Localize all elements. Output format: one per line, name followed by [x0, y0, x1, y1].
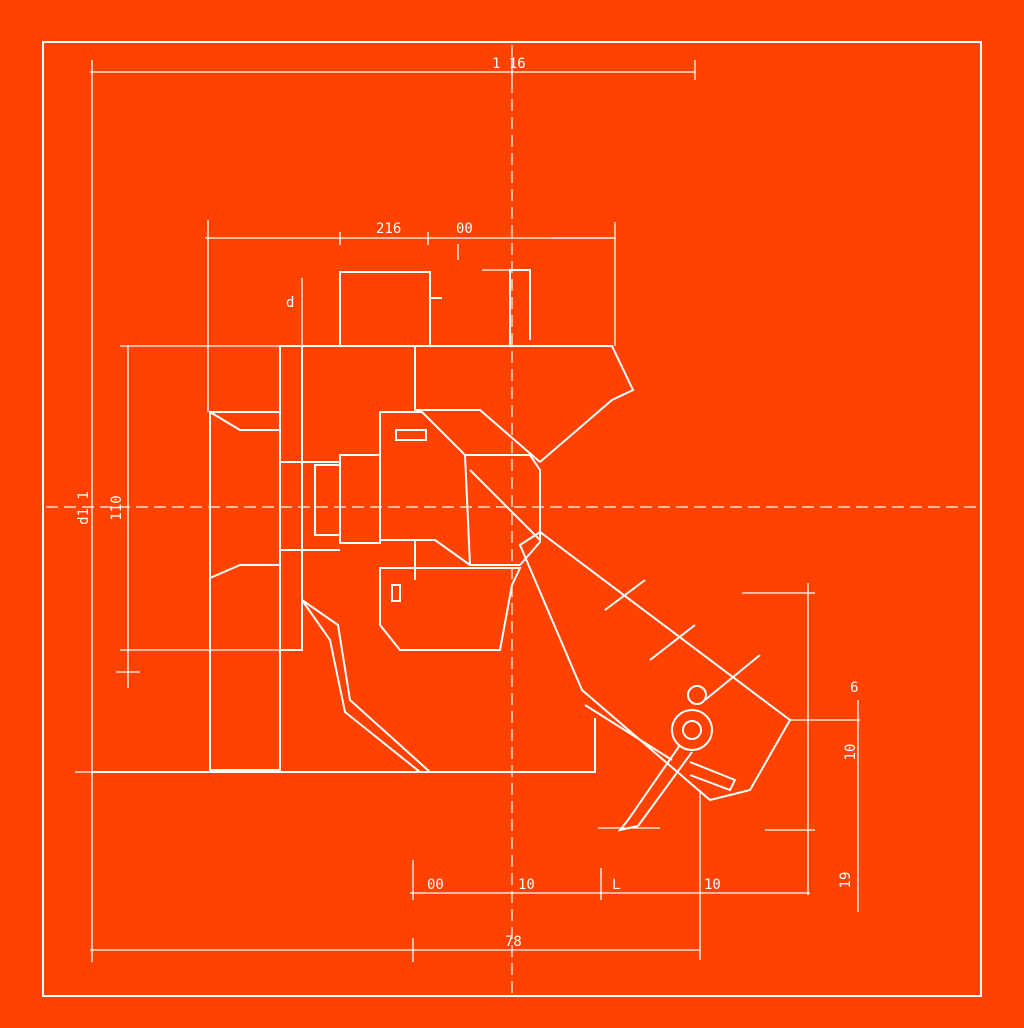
central-hub: [379, 411, 541, 566]
upper-step: [301, 346, 421, 773]
arm-pivot-outer: [671, 709, 713, 751]
label-left-tag: d: [286, 295, 294, 311]
lower-jaw: [379, 567, 522, 651]
hub-diag-b: [469, 469, 541, 541]
lower-curve: [301, 599, 431, 773]
sheet-border: [42, 41, 982, 997]
label-upper-left: 216: [376, 221, 401, 237]
hub-core: [339, 454, 381, 544]
arm-band-c: [704, 654, 761, 701]
label-bottom-total: 78: [505, 934, 522, 950]
label-bottom-d: 10: [704, 877, 721, 893]
probe-foot: [689, 761, 737, 792]
arm-pivot-inner: [682, 720, 702, 740]
probe-shaft-b: [637, 751, 693, 827]
diagonal-arm: [518, 530, 792, 802]
dimension-labels: 1 16 216 00 d d1 1 110 6 10 19 00 10 L 1…: [76, 56, 859, 950]
center-lines: [46, 45, 978, 993]
label-right-top: 6: [850, 680, 858, 696]
left-flange: [209, 411, 281, 771]
arm-knob: [687, 685, 707, 705]
hub-diag-a: [464, 454, 471, 566]
arm-band-b: [649, 624, 696, 661]
label-right-mid: 10: [843, 744, 859, 761]
top-boss-right: [509, 269, 531, 346]
label-bottom-c: L: [612, 877, 620, 893]
flange-tooth-bottom: [209, 564, 280, 579]
flange-plate: [279, 345, 303, 651]
label-inner-left: 110: [109, 495, 125, 520]
jaw-slot: [391, 584, 401, 602]
dimension-lines: [75, 58, 860, 962]
upper-body: [302, 345, 635, 463]
hub-slot: [395, 429, 427, 441]
label-bottom-a: 00: [427, 877, 444, 893]
part-outline: [92, 269, 792, 832]
label-outer-left: d1 1: [76, 491, 92, 525]
flange-tooth-top: [209, 411, 280, 431]
hub-notch: [314, 464, 341, 536]
label-right-bottom: 19: [838, 872, 854, 889]
label-bottom-b: 10: [518, 877, 535, 893]
arm-band-a: [604, 579, 646, 611]
probe-lever: [584, 704, 673, 761]
probe-shaft-a: [627, 744, 681, 821]
probe-tip: [617, 819, 639, 832]
label-upper-mid: 00: [456, 221, 473, 237]
top-boss: [339, 271, 431, 346]
upper-inner: [414, 346, 541, 463]
base-plate: [92, 718, 596, 773]
label-top-overall: 1 16: [492, 56, 526, 72]
